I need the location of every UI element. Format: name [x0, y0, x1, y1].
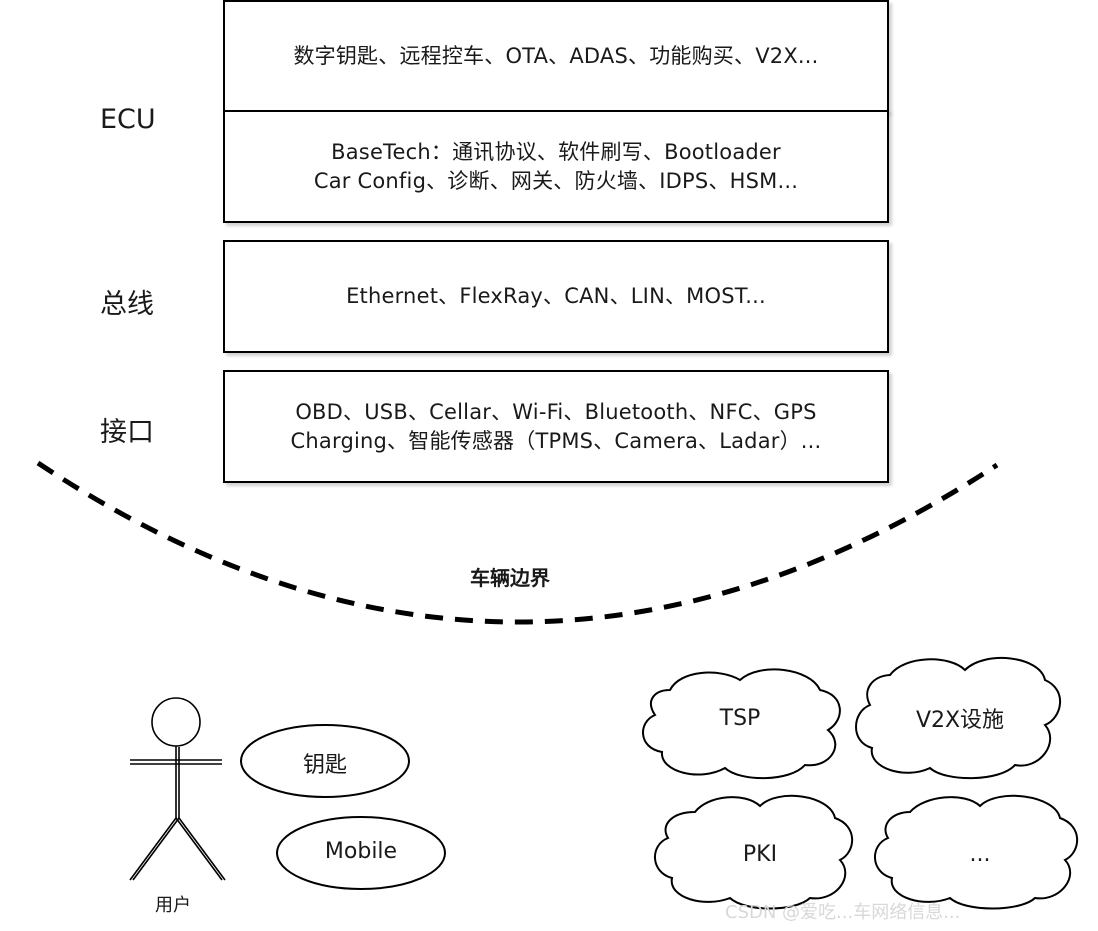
pki-cloud-shape: [654, 794, 854, 910]
ecu-basetech-line2: Car Config、诊断、网关、防火墙、IDPS、HSM...: [313, 168, 799, 193]
tsp-label: TSP: [719, 706, 761, 731]
pki-label: PKI: [742, 842, 778, 867]
ecu-applications-text: 数字钥匙、远程控车、OTA、ADAS、功能购买、V2X...: [293, 43, 819, 68]
interface-box: OBD、USB、Cellar、Wi-Fi、Bluetooth、NFC、GPS C…: [223, 370, 889, 483]
bus-box: Ethernet、FlexRay、CAN、LIN、MOST...: [223, 240, 889, 353]
bus-text: Ethernet、FlexRay、CAN、LIN、MOST...: [346, 284, 766, 308]
user-actor-icon: [129, 697, 226, 881]
more-label: ...: [969, 842, 991, 867]
interface-line1: OBD、USB、Cellar、Wi-Fi、Bluetooth、NFC、GPS: [295, 399, 817, 424]
ecu-basetech-line1: BaseTech：通讯协议、软件刷写、Bootloader: [331, 139, 781, 164]
layer-label-bus: 总线: [100, 289, 154, 320]
interface-line2: Charging、智能传感器（TPMS、Camera、Ladar）...: [290, 428, 822, 453]
key-ellipse: [240, 724, 410, 798]
watermark: CSDN @爱吃...车网络信息...: [725, 902, 961, 923]
vehicle-boundary-arc: [36, 460, 999, 625]
v2x-cloud-shape: [855, 657, 1062, 780]
v2x-facility-label: V2X设施: [915, 708, 1005, 733]
key-label: 钥匙: [302, 753, 347, 778]
more-cloud-shape: [874, 794, 1079, 910]
vehicle-boundary-label: 车辆边界: [470, 566, 550, 590]
mobile-ellipse: [276, 816, 446, 890]
ecu-basetech-box: BaseTech：通讯协议、软件刷写、Bootloader Car Config…: [223, 110, 889, 223]
user-actor-label: 用户: [155, 895, 191, 916]
tsp-cloud-shape: [642, 668, 841, 780]
layer-label-interface: 接口: [100, 417, 154, 448]
mobile-label: Mobile: [324, 839, 398, 864]
layer-label-ecu: ECU: [100, 104, 156, 135]
